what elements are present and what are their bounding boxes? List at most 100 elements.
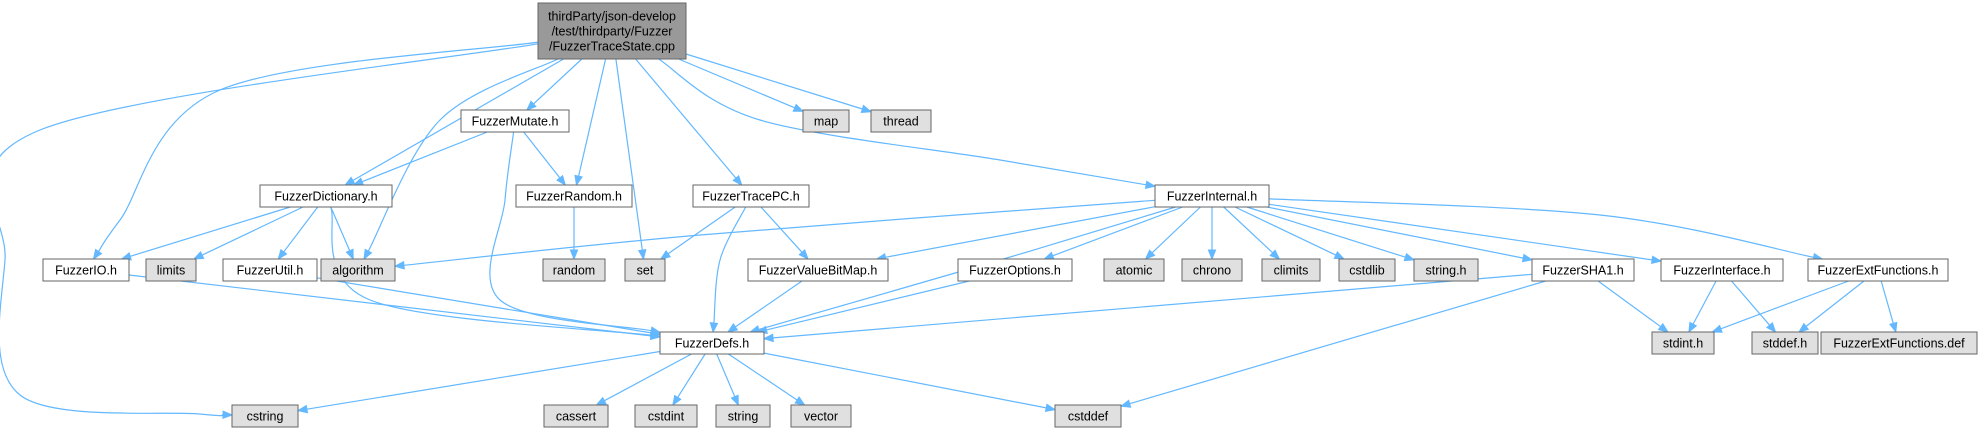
edge-arrowhead	[709, 322, 719, 334]
node-climits: climits	[1261, 258, 1321, 282]
node-box	[543, 404, 609, 428]
node-fuzzer-sha1[interactable]: FuzzerSHA1.h	[1531, 258, 1635, 282]
node-fuzzer-internal[interactable]: FuzzerInternal.h	[1154, 184, 1270, 208]
node-algorithm: algorithm	[320, 258, 396, 282]
edge-fuzzer_internal-to-atomic	[1151, 206, 1201, 254]
node-box	[1531, 258, 1635, 282]
edge-fuzzer_sha1-to-fuzzer_defs	[772, 273, 1533, 339]
node-box	[1338, 258, 1396, 282]
node-label: chrono	[1193, 264, 1231, 278]
edge-fuzzer_mutate-to-fuzzer_dictionary	[361, 131, 488, 183]
node-fuzzer-ext-functions[interactable]: FuzzerExtFunctions.h	[1807, 258, 1949, 282]
edge-arrowhead	[732, 174, 743, 187]
node-box	[1807, 258, 1949, 282]
edge-arrowhead	[1403, 252, 1416, 262]
edge-root-to-fuzzer_dictionary	[352, 58, 564, 182]
edge-arrowhead	[556, 174, 567, 187]
node-label: cstdlib	[1349, 264, 1384, 278]
edge-arrowhead	[637, 249, 647, 261]
edge-arrowhead	[192, 251, 205, 260]
node-box	[790, 404, 852, 428]
edge-fuzzer_internal-to-fuzzer_value_bitmap	[885, 206, 1156, 258]
edge-fuzzer_value_bitmap-to-fuzzer_defs	[735, 280, 803, 328]
node-fuzzer-mutate[interactable]: FuzzerMutate.h	[460, 109, 570, 133]
edge-arrowhead	[672, 394, 682, 407]
node-cstdint: cstdint	[634, 404, 698, 428]
node-fuzzer-random[interactable]: FuzzerRandom.h	[515, 184, 633, 208]
node-fuzzer-options[interactable]: FuzzerOptions.h	[957, 258, 1073, 282]
edge-root-to-fuzzer_io	[98, 41, 539, 252]
node-label: FuzzerSHA1.h	[1542, 264, 1623, 278]
edge-fuzzer_dictionary-to-fuzzer_io	[130, 206, 291, 257]
edge-arrowhead	[1657, 322, 1669, 333]
edges-layer	[0, 41, 1898, 420]
nodes-layer: thirdParty/json-develop/test/thirdparty/…	[42, 2, 1978, 428]
node-limits: limits	[145, 258, 197, 282]
node-box	[659, 331, 765, 355]
node-box	[715, 404, 771, 428]
node-root[interactable]: thirdParty/json-develop/test/thirdparty/…	[537, 2, 687, 60]
node-box	[320, 258, 396, 282]
edge-arrowhead	[1711, 324, 1723, 333]
edge-arrowhead	[393, 260, 405, 270]
edge-arrowhead	[277, 248, 288, 261]
node-label: FuzzerInternal.h	[1167, 190, 1257, 204]
edge-root-to-fuzzer_trace_pc	[635, 58, 737, 179]
edge-fuzzer_dictionary-to-limits	[201, 206, 304, 256]
edge-fuzzer_dictionary-to-algorithm	[330, 206, 351, 251]
node-label: cstddef	[1068, 410, 1109, 424]
node-label: FuzzerDefs.h	[675, 337, 749, 351]
edge-fuzzer_sha1-to-stdint_h	[1597, 280, 1662, 328]
edge-arrowhead	[574, 174, 583, 187]
node-box	[222, 258, 318, 282]
node-fuzzer-trace-pc[interactable]: FuzzerTracePC.h	[692, 184, 810, 208]
node-label: cstdint	[648, 410, 685, 424]
edge-fuzzer_internal-to-fuzzer_interface	[1268, 203, 1653, 261]
edge-fuzzer_io-to-fuzzer_defs	[128, 274, 652, 337]
edge-arrowhead	[525, 100, 537, 111]
edge-root-to-map	[678, 58, 795, 109]
node-fuzzer-interface[interactable]: FuzzerInterface.h	[1660, 258, 1784, 282]
edge-fuzzer_util-to-fuzzer_defs	[316, 277, 652, 334]
edge-arrowhead	[92, 248, 103, 261]
node-fuzzer-value-bitmap[interactable]: FuzzerValueBitMap.h	[747, 258, 889, 282]
node-box	[624, 258, 666, 282]
edge-root-to-cstring	[0, 43, 539, 417]
edge-root-to-fuzzer_internal	[658, 58, 1147, 186]
node-string-h: string.h	[1413, 258, 1479, 282]
node-box	[1261, 258, 1321, 282]
edge-arrowhead	[222, 410, 234, 420]
edge-fuzzer_defs-to-cassert	[604, 353, 692, 402]
edge-arrowhead	[1766, 321, 1777, 334]
node-map: map	[802, 109, 850, 133]
edge-fuzzer_dictionary-to-fuzzer_util	[283, 206, 319, 253]
edge-fuzzer_options-to-fuzzer_defs	[766, 280, 970, 331]
edge-fuzzer_internal-to-fuzzer_ext_functions	[1268, 198, 1814, 258]
edge-arrowhead	[595, 396, 607, 406]
edge-fuzzer_defs-to-cstdint	[677, 353, 706, 398]
edge-arrowhead	[730, 394, 739, 407]
edge-arrowhead	[296, 404, 309, 414]
node-stddef-h: stddef.h	[1751, 331, 1819, 355]
node-fuzzer-util[interactable]: FuzzerUtil.h	[222, 258, 318, 282]
edge-fuzzer_interface-to-stddef_h	[1731, 280, 1771, 326]
node-string: string	[715, 404, 771, 428]
node-fuzzer-defs[interactable]: FuzzerDefs.h	[659, 331, 765, 355]
node-cstddef: cstddef	[1054, 404, 1122, 428]
node-box	[1660, 258, 1784, 282]
edge-fuzzer_defs-to-cstring	[306, 350, 661, 410]
node-fuzzer-io[interactable]: FuzzerIO.h	[42, 258, 130, 282]
edge-fuzzer_trace_pc-to-fuzzer_value_bitmap	[760, 206, 803, 253]
edge-arrowhead	[569, 249, 579, 261]
edge-arrowhead	[1043, 251, 1055, 260]
edge-fuzzer_internal-to-cstdlib	[1234, 206, 1337, 256]
edge-root-to-fuzzer_mutate	[533, 58, 583, 105]
node-fuzzer-dictionary[interactable]: FuzzerDictionary.h	[259, 184, 393, 208]
node-cstdlib: cstdlib	[1338, 258, 1396, 282]
node-label: thirdParty/json-develop	[548, 10, 676, 24]
edge-fuzzer_ext_functions-to-fuzzer_ext_functions_def	[1880, 280, 1894, 324]
edge-arrowhead	[363, 248, 373, 261]
node-label: FuzzerOptions.h	[969, 264, 1061, 278]
node-box	[870, 109, 932, 133]
node-box	[1181, 258, 1243, 282]
